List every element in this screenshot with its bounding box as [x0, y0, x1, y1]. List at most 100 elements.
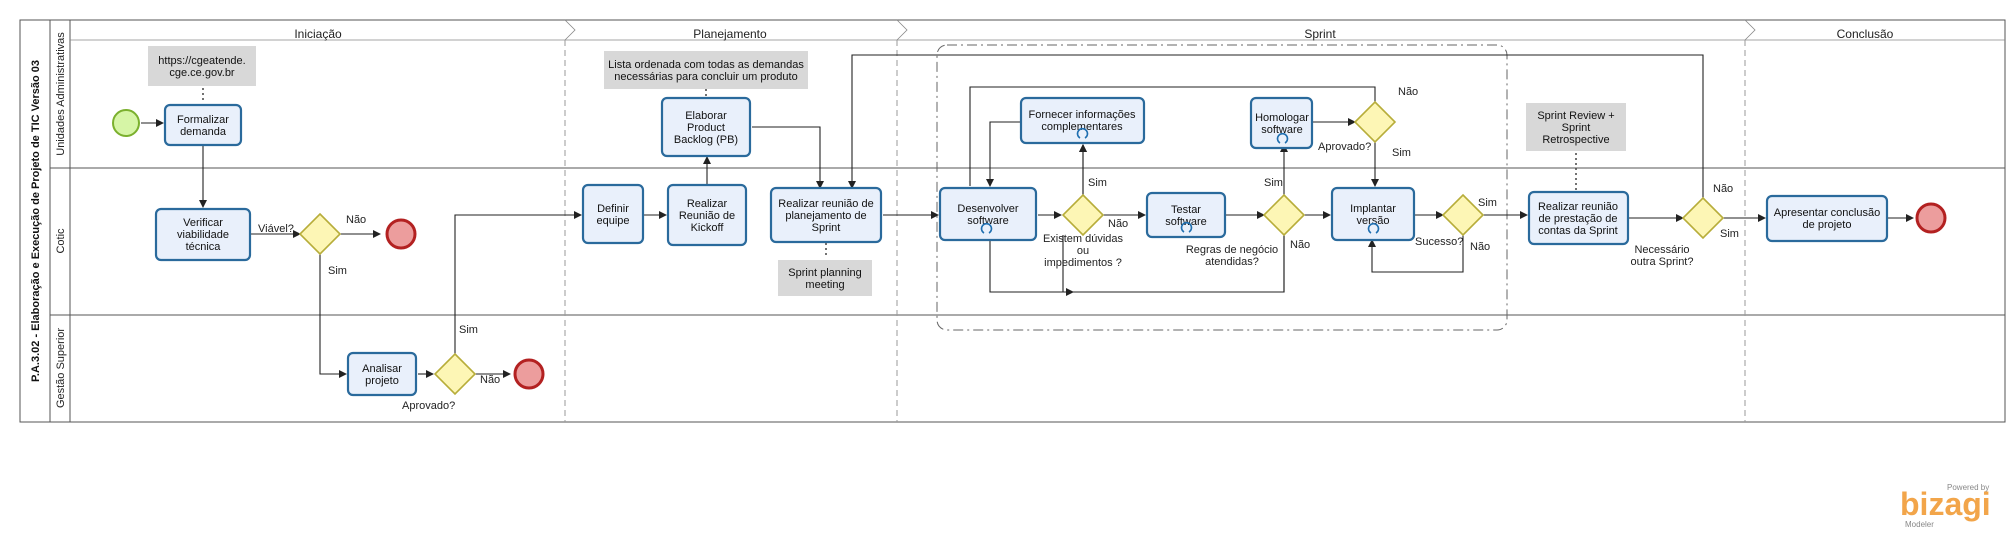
text-line: software — [1261, 124, 1303, 136]
text-line: Necessário — [1634, 244, 1689, 256]
phase-planejamento: Planejamento — [693, 27, 767, 41]
lane-cotic: Cotic — [55, 228, 67, 254]
text-line: planejamento de — [785, 210, 866, 222]
label-nao: Não — [1398, 86, 1418, 98]
text-line: outra Sprint? — [1631, 256, 1694, 268]
text-line: Formalizar — [177, 114, 229, 126]
label-sucesso: Sucesso? — [1415, 236, 1463, 248]
text-line: meeting — [805, 279, 844, 291]
text-line: Fornecer informações — [1029, 109, 1136, 121]
end-event-conclusao — [1915, 202, 1947, 234]
text-line: Aprovado? — [1318, 141, 1371, 153]
text-line: Lista ordenada com todas as demandas — [608, 59, 804, 71]
phase-iniciacao: Iniciação — [294, 27, 342, 41]
pool: P.A.3.02 - Elaboração e Execução de Proj… — [19, 19, 2006, 423]
lane-unidades: Unidades Administrativas — [55, 32, 67, 156]
text-line: necessárias para concluir um produto — [614, 71, 797, 83]
label-aprovado-gestao: Aprovado? — [402, 400, 455, 412]
text-line: Backlog (PB) — [674, 134, 738, 146]
text-line: Realizar reunião — [1538, 201, 1618, 213]
text-line: Realizar reunião de — [778, 198, 873, 210]
phase-sprint: Sprint — [1304, 27, 1336, 41]
text-line: impedimentos ? — [1044, 257, 1122, 269]
text-line: Elaborar — [685, 110, 727, 122]
text-line: Sprint planning — [788, 267, 861, 279]
text-line: Sprint Review + — [1537, 110, 1614, 122]
text-line: Retrospective — [1542, 134, 1609, 146]
text-line: Sprint — [812, 222, 841, 234]
text-line: Reunião de — [679, 210, 735, 222]
text-line: demanda — [180, 126, 227, 138]
phase-conclusao: Conclusão — [1837, 27, 1894, 41]
gateway-aprovado-homologacao — [1353, 100, 1397, 144]
brand-powered: Powered by — [1947, 483, 1989, 492]
text-line: Desenvolver — [957, 203, 1018, 215]
loop-icon — [1276, 132, 1289, 144]
brand-product: Modeler — [1905, 520, 1934, 529]
text-line: versão — [1356, 215, 1389, 227]
text-line: viabilidade — [177, 229, 229, 241]
text-line: Kickoff — [691, 222, 725, 234]
text-line: de projeto — [1803, 219, 1852, 231]
end-event-nao-aprovado — [513, 358, 545, 390]
lane-gestao: Gestão Superior — [55, 328, 67, 408]
lanes: Unidades Administrativas Cotic Gestão Su… — [50, 32, 2005, 408]
label-sim: Sim — [1392, 147, 1411, 159]
label-sim: Sim — [1264, 177, 1283, 189]
text-line: cge.ce.gov.br — [169, 67, 235, 79]
text-line: técnica — [186, 241, 222, 253]
text-line: Aprovado? — [402, 400, 455, 412]
sprint-group — [936, 44, 1508, 331]
brand-name: bizagi — [1900, 486, 1991, 522]
end-event-inviavel — [385, 218, 417, 250]
text-line: projeto — [365, 375, 399, 387]
label-nao: Não — [1290, 239, 1310, 251]
text-line: de prestação de — [1539, 213, 1618, 225]
phases: Iniciação Planejamento Sprint Conclusão — [70, 19, 2005, 422]
label-sim: Sim — [1088, 177, 1107, 189]
label-sim: Sim — [1720, 228, 1739, 240]
loop-icon — [980, 222, 993, 234]
label-sim: Sim — [459, 324, 478, 336]
label-nao: Não — [346, 214, 366, 226]
label-nao: Não — [480, 374, 500, 386]
gateway-necessario-sprint — [1681, 196, 1725, 240]
text-line: ou — [1077, 245, 1089, 257]
text-line: Realizar — [687, 198, 728, 210]
label-nao: Não — [1713, 183, 1733, 195]
text-line: Apresentar conclusão — [1774, 207, 1880, 219]
text-line: Sucesso? — [1415, 236, 1463, 248]
loop-icon — [1367, 222, 1380, 234]
